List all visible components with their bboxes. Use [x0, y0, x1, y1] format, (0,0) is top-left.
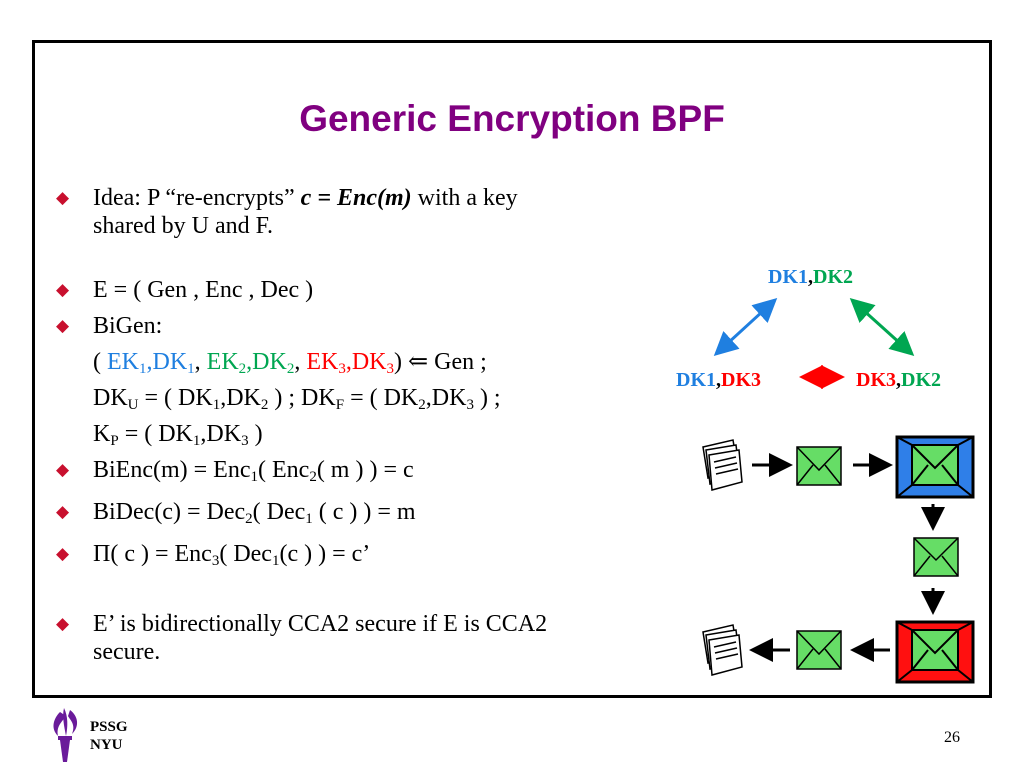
logo-text: PSSG NYU [90, 719, 128, 753]
slide-title: Generic Encryption BPF [299, 98, 725, 139]
bullet-bidec: ◆ BiDec(c) = Dec2( Dec1 ( c ) ) = m [56, 499, 416, 527]
diamond-bullet-icon: ◆ [56, 188, 70, 207]
nyu-torch-logo-icon [53, 708, 78, 762]
bullet-idea: ◆ Idea: P “re-encrypts” c = Enc(m) with … [56, 185, 518, 211]
ek2-label: EK2,DK2 [206, 349, 295, 377]
bullet-security-continued: secure. [93, 639, 161, 665]
key-generation-line: ( EK1,DK1, EK2,DK2, EK3,DK3) ⇐ Gen ; [93, 349, 487, 377]
bullet-scheme: ◆ E = ( Gen , Enc , Dec ) [56, 277, 314, 303]
ek3-label: EK3,DK3 [306, 349, 395, 377]
slide-frame [32, 40, 992, 698]
kp-assignment-line: KP = ( DK1,DK3 ) [93, 421, 263, 449]
bullet-bigen: ◆ BiGen: [56, 313, 163, 339]
diamond-bullet-icon: ◆ [56, 502, 70, 521]
diamond-bullet-icon: ◆ [56, 544, 70, 563]
bullet-security: ◆ E’ is bidirectionally CCA2 secure if E… [56, 611, 548, 637]
bullet-bienc: ◆ BiEnc(m) = Enc1( Enc2( m ) ) = c [56, 457, 414, 485]
bullet-list: ◆ Idea: P “re-encrypts” c = Enc(m) with … [56, 184, 696, 666]
diamond-bullet-icon: ◆ [56, 316, 70, 335]
dk-assignment-line: DKU = ( DK1,DK2 ) ; DKF = ( DK2,DK3 ) ; [93, 385, 501, 413]
diamond-bullet-icon: ◆ [56, 460, 70, 479]
bullet-pi: ◆ Π( c ) = Enc3( Dec1(c ) ) = c’ [56, 541, 371, 569]
left-arrow-icon: ⇐ [408, 349, 429, 375]
bullet-idea-continued: shared by U and F. [93, 213, 274, 239]
diamond-bullet-icon: ◆ [56, 280, 70, 299]
ek1-label: EK1,DK1 [107, 349, 195, 377]
page-number: 26 [944, 729, 960, 746]
diamond-bullet-icon: ◆ [56, 614, 70, 633]
